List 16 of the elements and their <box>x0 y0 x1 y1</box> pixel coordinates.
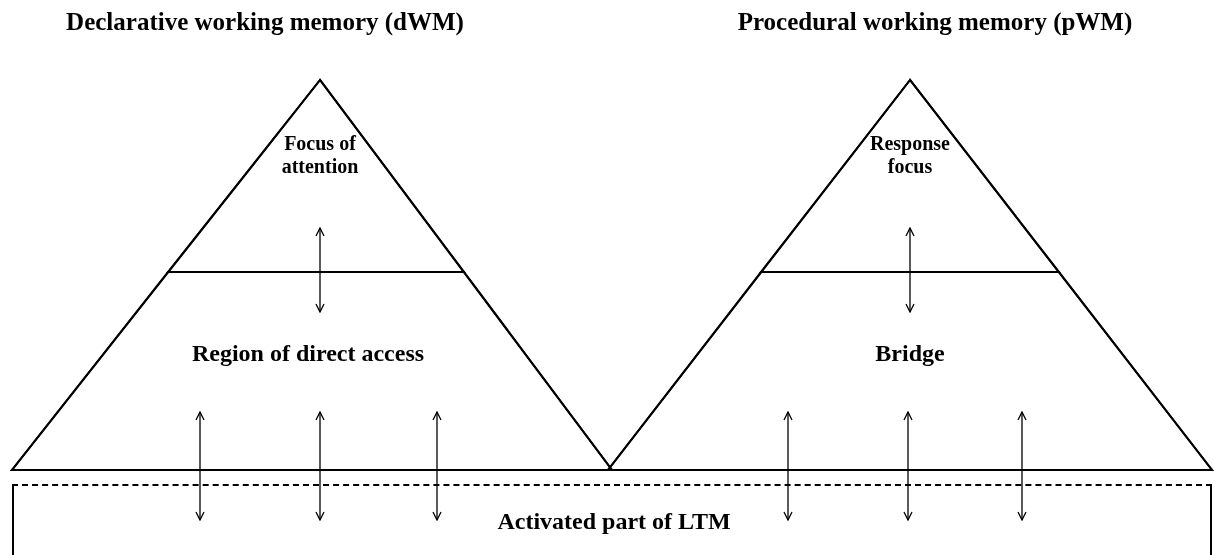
double-arrow <box>783 411 793 521</box>
section-heading: Declarative working memory (dWM) <box>65 8 465 37</box>
region-label: Focus of attention <box>280 132 360 178</box>
region-label: Region of direct access <box>190 340 426 368</box>
double-arrow <box>315 411 325 521</box>
region-label: Response focus <box>869 132 951 178</box>
ltm-band <box>12 484 1212 555</box>
double-arrow <box>315 227 325 313</box>
region-label: Bridge <box>874 340 946 368</box>
section-heading: Procedural working memory (pWM) <box>736 8 1134 37</box>
double-arrow <box>903 411 913 521</box>
double-arrow <box>432 411 442 521</box>
band-label: Activated part of LTM <box>496 508 732 536</box>
double-arrow <box>195 411 205 521</box>
double-arrow <box>905 227 915 313</box>
double-arrow <box>1017 411 1027 521</box>
